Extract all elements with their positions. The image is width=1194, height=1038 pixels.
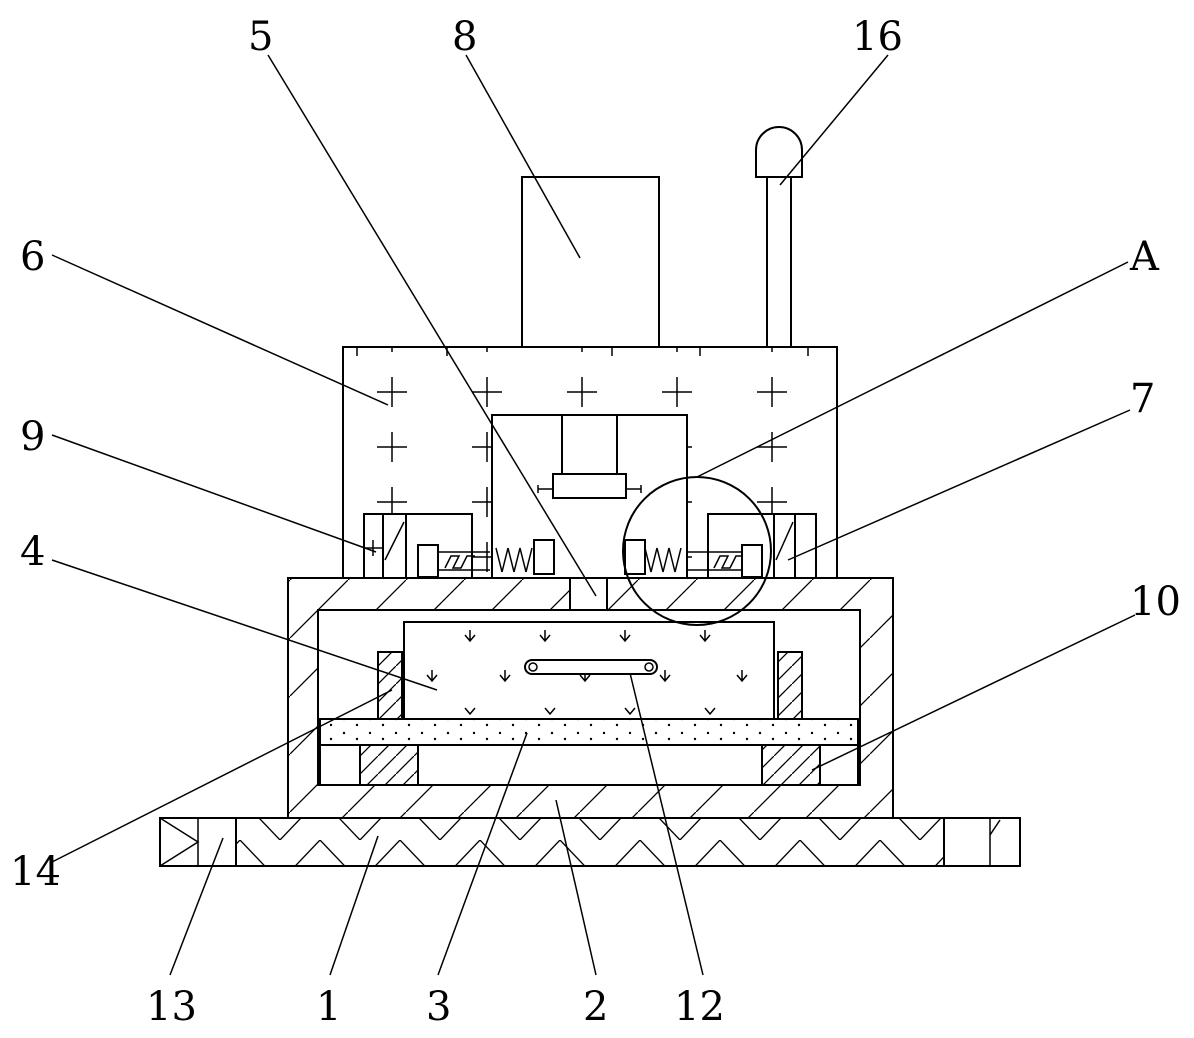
label-5: 5 <box>248 14 273 60</box>
spring-assembly-left <box>417 539 555 578</box>
leader-lines <box>51 54 1136 976</box>
label-1: 1 <box>316 984 341 1030</box>
label-12: 12 <box>674 984 725 1030</box>
indicator-post <box>755 126 803 348</box>
callout-labels: 5 8 16 6 A 9 7 4 10 14 13 1 3 2 12 <box>10 14 1181 1030</box>
handle <box>524 659 658 675</box>
label-7: 7 <box>1130 376 1155 422</box>
spring-assembly-right <box>624 539 763 578</box>
label-8: 8 <box>452 14 477 60</box>
label-3: 3 <box>426 984 451 1030</box>
label-9: 9 <box>20 414 45 460</box>
dotted-layer <box>319 718 859 746</box>
label-13: 13 <box>146 984 197 1030</box>
label-14: 14 <box>10 849 61 895</box>
mounting-block-right <box>943 817 1021 867</box>
label-a: A <box>1129 234 1160 280</box>
label-2: 2 <box>583 984 608 1030</box>
label-6: 6 <box>20 234 45 280</box>
mounting-block-left <box>159 817 237 867</box>
guide-post-right <box>777 651 803 720</box>
guide-post-left <box>377 651 403 720</box>
label-4: 4 <box>20 529 45 575</box>
base-plate <box>159 817 1021 867</box>
bottom-plate <box>319 744 859 786</box>
label-16: 16 <box>852 14 903 60</box>
motor <box>521 176 660 348</box>
press-housing <box>491 414 688 579</box>
label-10: 10 <box>1130 579 1181 625</box>
